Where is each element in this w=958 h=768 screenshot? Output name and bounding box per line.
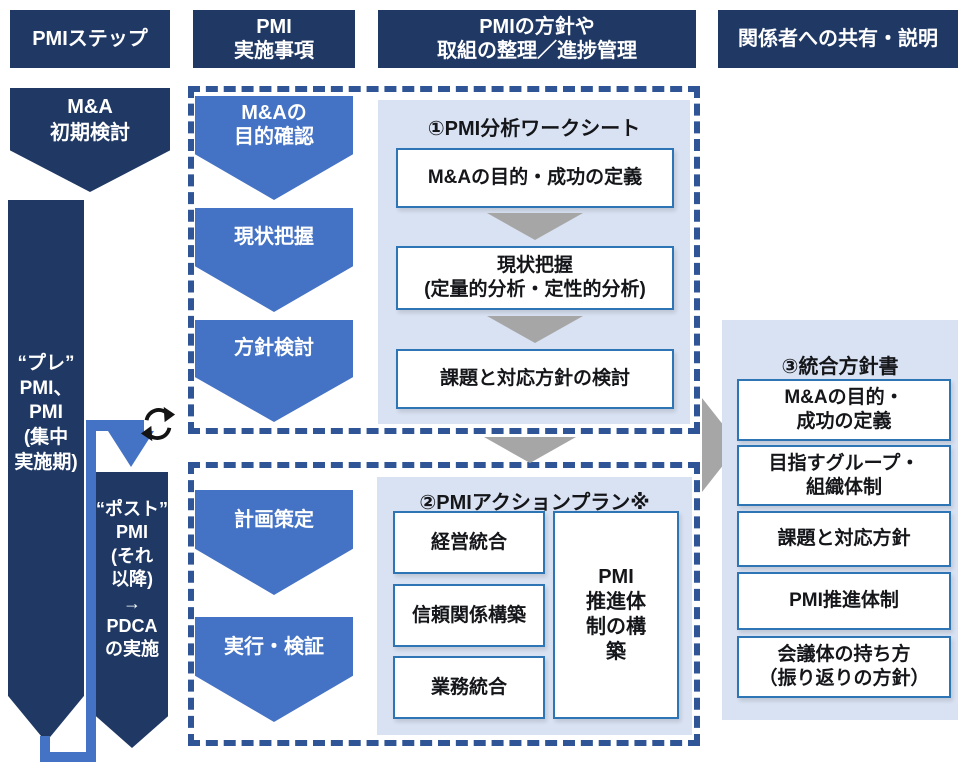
flow-arrow-down-between-frames-icon — [484, 437, 576, 463]
loop-connector-top — [96, 420, 144, 431]
policy-box-purpose-definition: M&Aの目的・ 成功の定義 — [737, 379, 951, 441]
phase-post-pmi-bar: “ポスト” PMI (それ 以降) → PDCA の実施 — [96, 472, 168, 748]
pdca-cycle-arrows-icon — [140, 406, 176, 442]
execution-phase-frame — [188, 462, 700, 746]
worksheet-panel-title: ①PMI分析ワークシート — [427, 118, 641, 140]
loop-connector-bottom — [40, 752, 96, 762]
flow-arrow-down-icon — [487, 316, 583, 343]
action-plan-panel-title: ②PMIアクションプラン※ — [419, 492, 650, 514]
policy-box-meeting-style: 会議体の持ち方 （振り返りの方針） — [737, 636, 951, 698]
header-pmi-items: PMI 実施事項 — [193, 10, 355, 68]
loop-connector-stub — [40, 736, 50, 762]
step-label: 計画策定 — [234, 508, 314, 531]
flow-arrow-down-icon — [487, 213, 583, 240]
action-plan-box-pmi-promotion-structure: PMI 推進体 制の構 築 — [553, 511, 679, 719]
header-stakeholder-sharing: 関係者への共有・説明 — [718, 10, 958, 68]
loop-connector-vertical — [86, 420, 96, 762]
header-policy-progress: PMIの方針や 取組の整理／進捗管理 — [378, 10, 696, 68]
worksheet-box-issues-policies: 課題と対応方針の検討 — [396, 349, 674, 409]
worksheet-box-current-state: 現状把握 (定量的分析・定性的分析) — [396, 246, 674, 310]
phase-label: “プレ” PMI、 PMI (集中 実施期) — [14, 353, 78, 473]
action-plan-box-trust-building: 信頼関係構築 — [393, 584, 545, 647]
analysis-phase-frame — [188, 86, 700, 434]
header-label: 関係者への共有・説明 — [738, 27, 938, 50]
integration-policy-panel-title: ③統合方針書 — [781, 356, 899, 378]
step-label: 実行・検証 — [224, 635, 324, 658]
action-plan-box-business-integration: 業務統合 — [393, 656, 545, 719]
header-pmi-step: PMIステップ — [10, 10, 170, 68]
policy-box-issues-policies: 課題と対応方針 — [737, 511, 951, 567]
step-label: M&Aの 目的確認 — [234, 102, 314, 148]
policy-box-target-group-structure: 目指すグループ・ 組織体制 — [737, 445, 951, 506]
worksheet-box-purpose-definition: M&Aの目的・成功の定義 — [396, 148, 674, 208]
header-label: PMI 実施事項 — [234, 15, 314, 62]
phase-label: M&A 初期検討 — [50, 96, 130, 144]
phase-manda-initial-review: M&A 初期検討 — [10, 88, 170, 192]
header-label: PMIの方針や 取組の整理／進捗管理 — [437, 15, 637, 62]
header-label: PMIステップ — [32, 27, 148, 50]
step-label: 現状把握 — [234, 226, 314, 248]
step-label: 方針検討 — [234, 337, 314, 359]
policy-box-pmi-promotion-structure: PMI推進体制 — [737, 572, 951, 630]
action-plan-box-management-integration: 経営統合 — [393, 511, 545, 574]
phase-pre-pmi-bar: “プレ” PMI、 PMI (集中 実施期) — [8, 200, 84, 742]
phase-label: “ポスト” PMI (それ 以降) → PDCA の実施 — [96, 499, 168, 660]
